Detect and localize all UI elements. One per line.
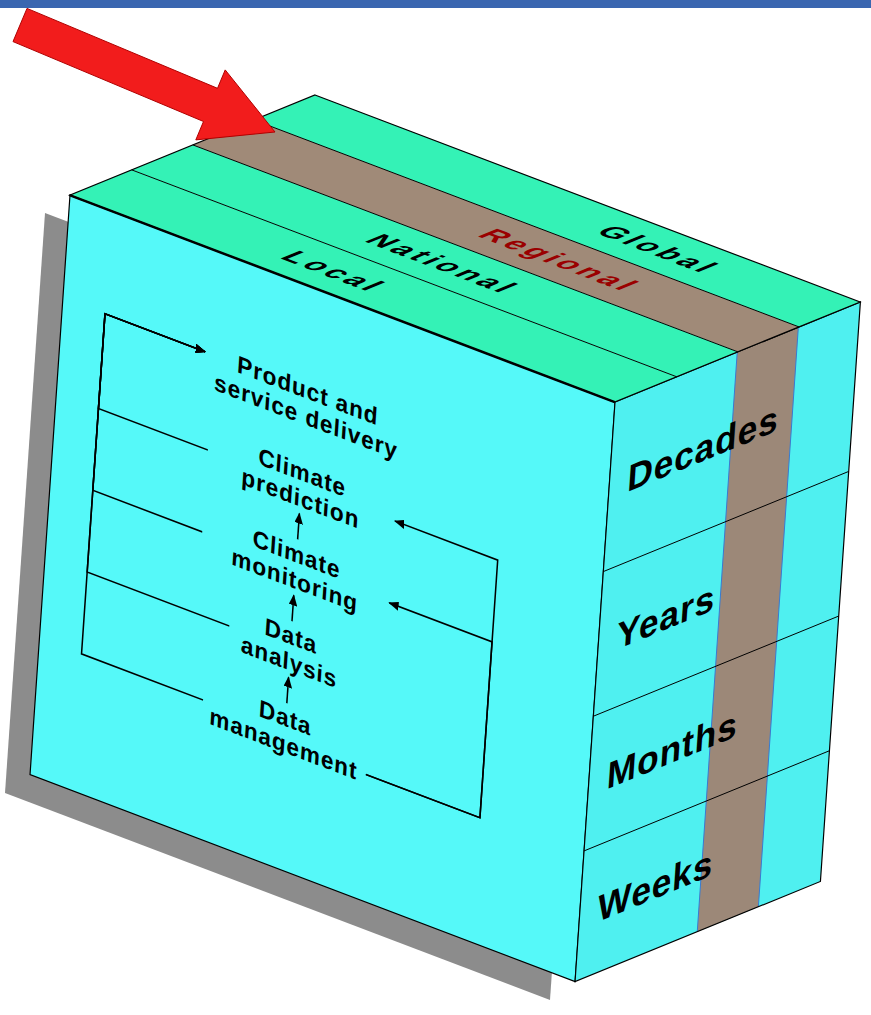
band-fill xyxy=(70,170,677,402)
step-label: Climate monitoring xyxy=(200,506,391,629)
pointer-arrow xyxy=(13,8,275,140)
right-face-outline xyxy=(575,302,860,982)
band-fill xyxy=(132,145,738,377)
flow-arrow xyxy=(87,314,247,626)
process-step: Data analysis xyxy=(227,598,352,700)
step-label: Product and service delivery xyxy=(202,339,411,469)
flow-arrow xyxy=(82,314,227,700)
process-step: Climate monitoring xyxy=(200,504,391,631)
timescale-band: Years xyxy=(593,471,848,716)
right-face xyxy=(575,302,860,982)
flow-arrow xyxy=(93,314,215,532)
flow-arrow xyxy=(366,517,498,818)
cube-edge xyxy=(70,195,615,402)
flow-arrow xyxy=(366,599,492,818)
flow-arrow xyxy=(292,595,294,621)
band-divider xyxy=(193,145,738,352)
flow-arrow xyxy=(298,513,300,539)
step-label: Data analysis xyxy=(228,600,353,698)
step-label: Data management xyxy=(201,674,368,788)
process-step: Data management xyxy=(201,672,368,790)
flow-arrow xyxy=(287,677,289,703)
top-face-outline xyxy=(70,95,860,402)
top-bar xyxy=(0,0,871,8)
scale-band: Global xyxy=(254,95,860,327)
top-face xyxy=(70,95,860,402)
process-step: Product and service delivery xyxy=(202,337,412,471)
band-label: Years xyxy=(615,574,717,658)
band-label: Weeks xyxy=(597,840,716,931)
right-face-fill xyxy=(575,302,860,982)
flow-arrow xyxy=(98,314,214,450)
band-label: Months xyxy=(606,701,740,798)
band-label: Decades xyxy=(626,396,780,502)
right-face-layer: DecadesYearsMonthsWeeks xyxy=(575,302,860,982)
